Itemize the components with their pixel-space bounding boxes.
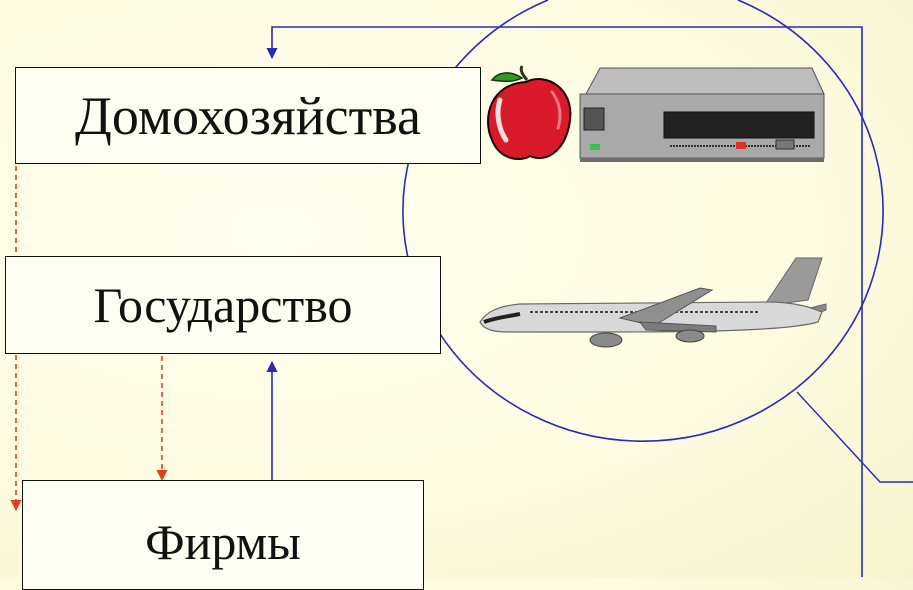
airplane-icon xyxy=(479,257,827,348)
apple-icon xyxy=(487,65,572,160)
vcr-icon xyxy=(579,67,825,162)
state-label: Государство xyxy=(93,277,353,333)
households-label: Домохозяйства xyxy=(75,85,421,146)
firms-box: Фирмы xyxy=(22,480,424,590)
firms-label: Фирмы xyxy=(145,514,301,570)
return-flow-to-households xyxy=(266,26,863,577)
households-box: Домохозяйства xyxy=(15,67,481,164)
circle-leader-line xyxy=(796,391,913,483)
state-box: Государство xyxy=(5,256,441,354)
market-goods xyxy=(479,65,827,348)
